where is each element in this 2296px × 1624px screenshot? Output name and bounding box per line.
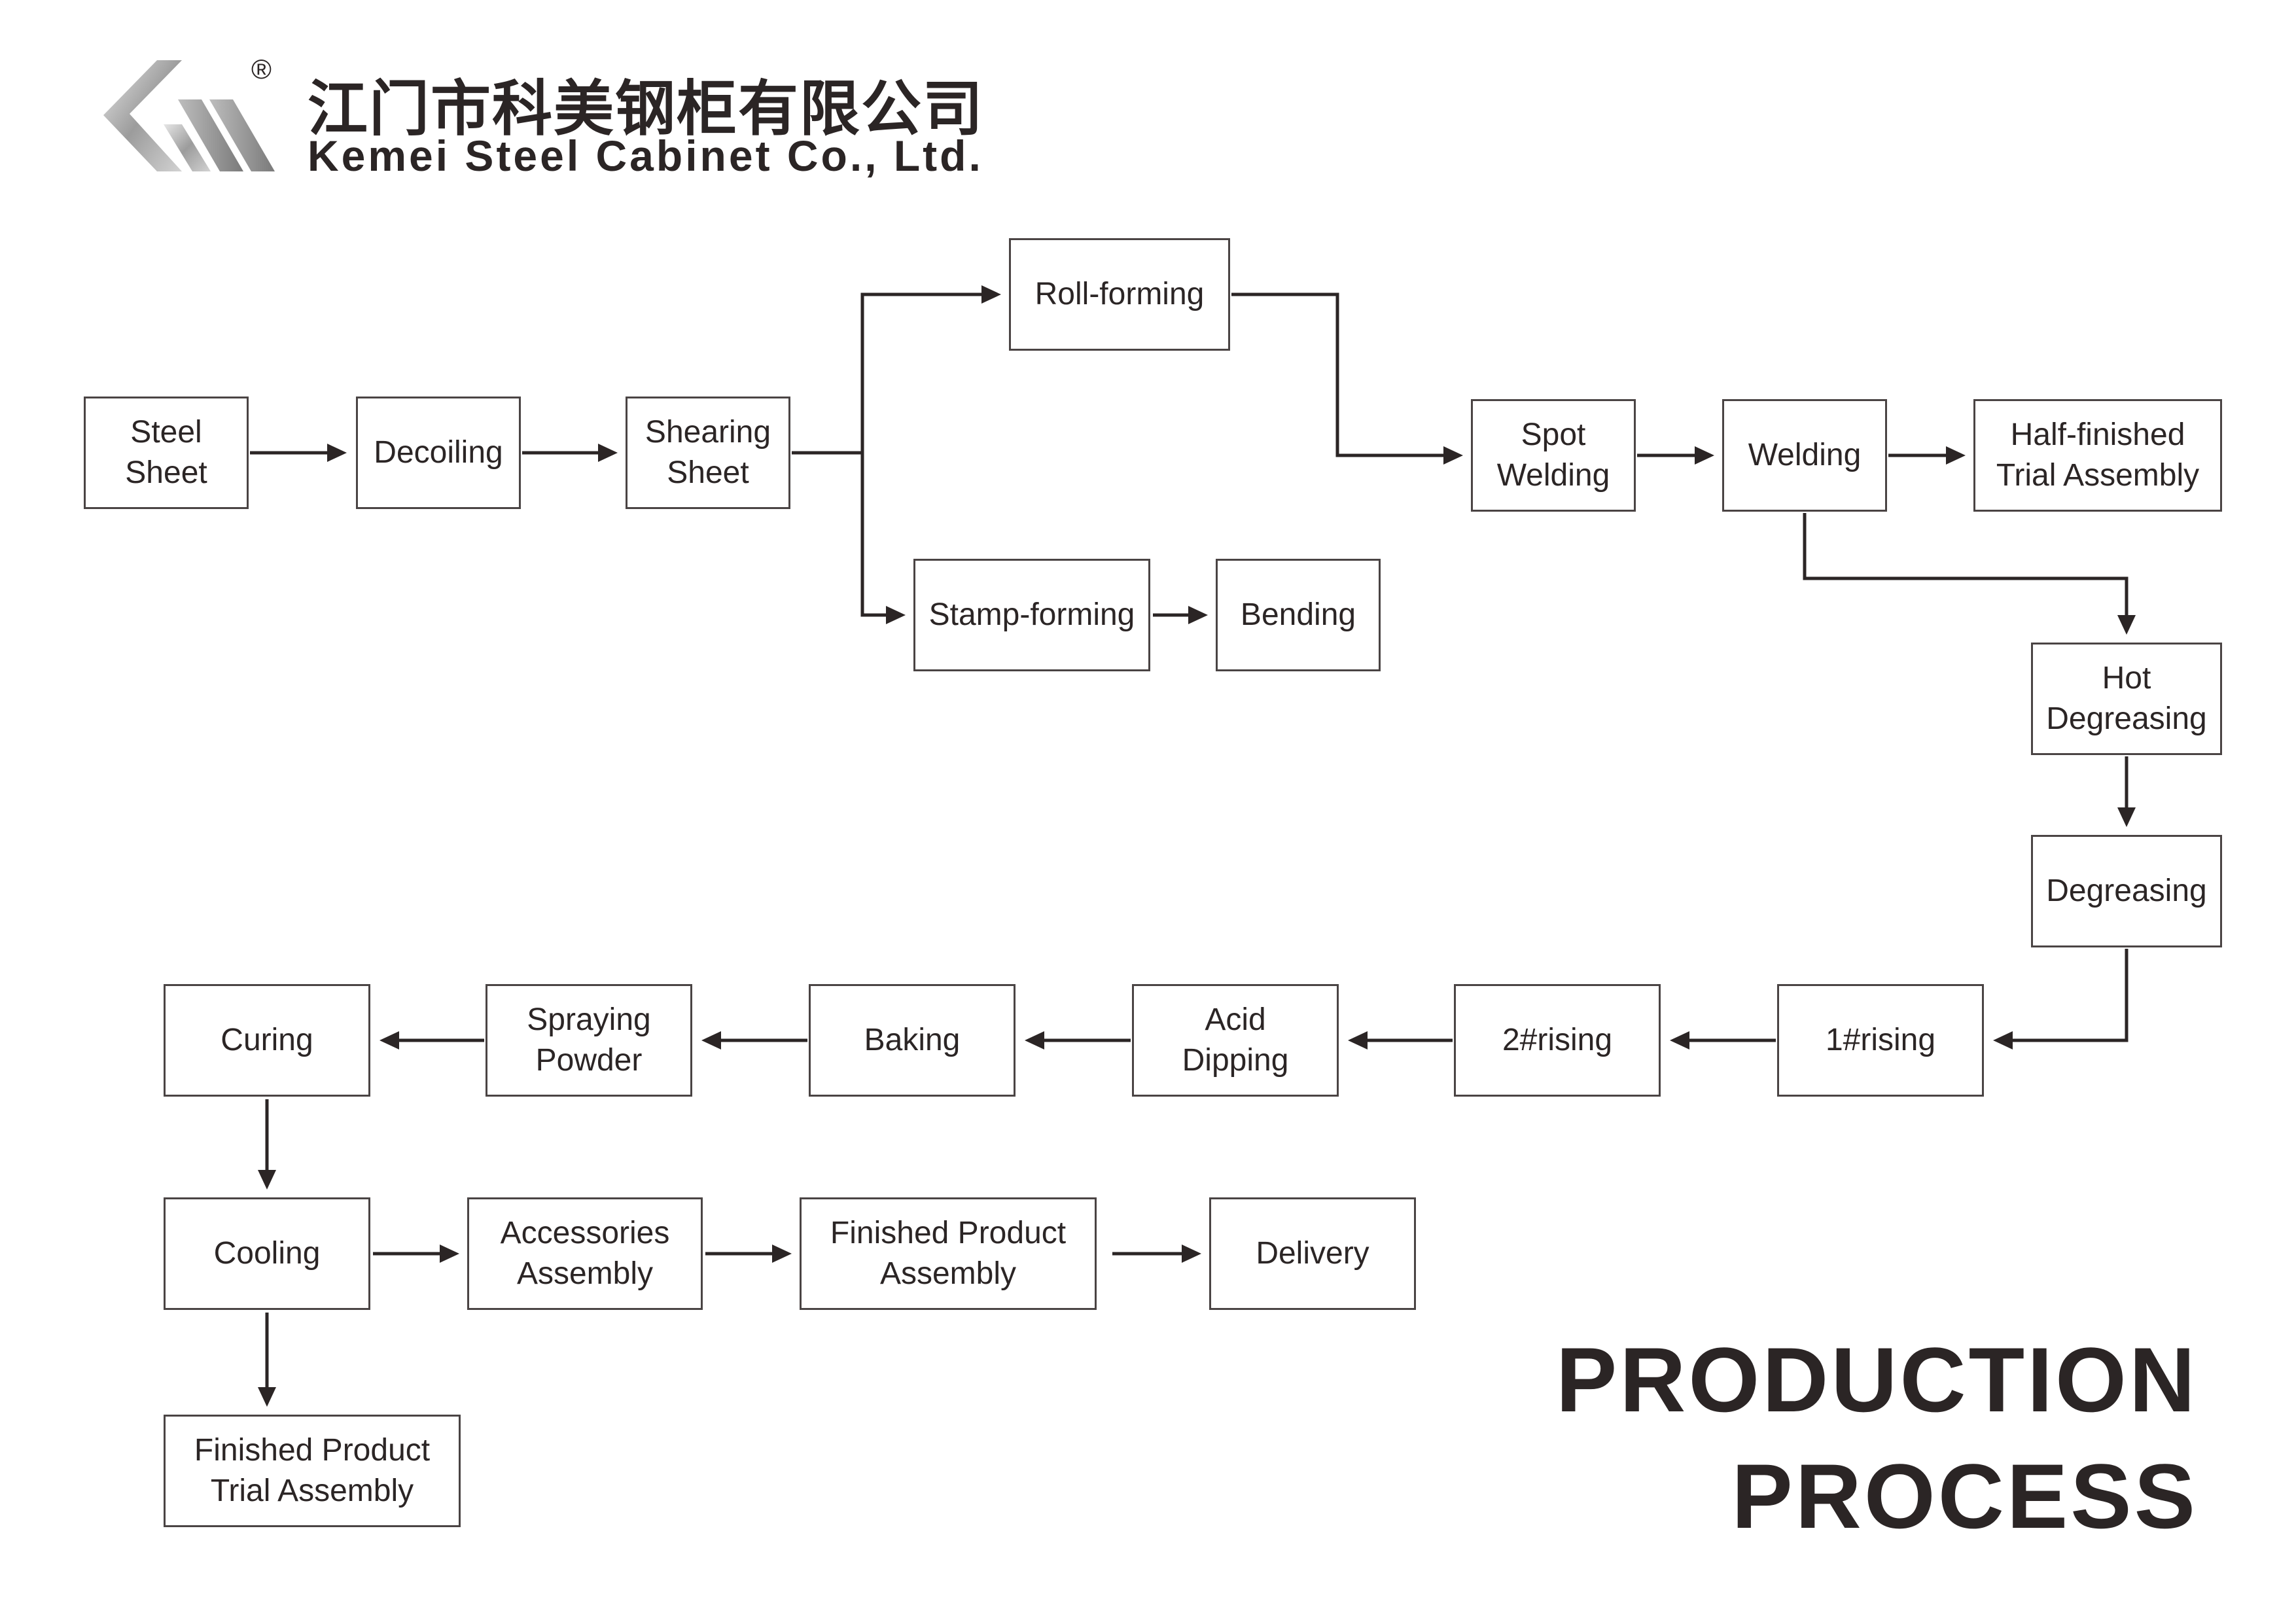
company-name-chinese: 江门市科美钢柜有限公司 (308, 74, 985, 144)
node-stamp-forming: Stamp-forming (913, 559, 1150, 671)
node-degreasing: Degreasing (2031, 835, 2222, 947)
registered-trademark-mark: ® (251, 54, 272, 84)
title-line-2: PROCESS (1731, 1445, 2198, 1547)
node-1-rising: 1#rising (1777, 984, 1984, 1097)
connector-line-3 (792, 292, 981, 455)
node-cooling: Cooling (164, 1197, 370, 1310)
node-roll-forming: Roll-forming (1009, 238, 1230, 351)
connector-line-9 (1803, 513, 2128, 615)
node-delivery: Delivery (1209, 1197, 1416, 1310)
arrowhead-11 (1993, 1031, 2013, 1050)
node-welding: Welding (1722, 399, 1887, 512)
arrowhead-9 (2117, 615, 2136, 635)
arrowhead-5 (1188, 606, 1208, 624)
node-accessories-assembly: Accessories Assembly (467, 1197, 703, 1310)
arrowhead-1 (327, 444, 347, 462)
arrowhead-3 (981, 285, 1001, 304)
node-half-finished-trial-assembly: Half-finished Trial Assembly (1973, 399, 2222, 512)
arrowhead-10 (2117, 807, 2136, 827)
node-curing: Curing (164, 984, 370, 1097)
kemei-chevron-logo-icon (103, 60, 275, 171)
node-spot-welding: Spot Welding (1471, 399, 1636, 512)
node-shearing-sheet: Shearing Sheet (626, 397, 790, 509)
node-finished-product-assembly: Finished Product Assembly (800, 1197, 1097, 1310)
node-bending: Bending (1216, 559, 1381, 671)
arrowhead-8 (1946, 446, 1966, 465)
node-baking: Baking (809, 984, 1016, 1097)
arrowhead-13 (1348, 1031, 1368, 1050)
arrowhead-4 (886, 606, 906, 624)
arrowhead-18 (440, 1244, 459, 1263)
arrowhead-17 (258, 1170, 276, 1190)
arrowhead-7 (1695, 446, 1714, 465)
node-spraying-powder: Spraying Powder (486, 984, 692, 1097)
arrowhead-16 (380, 1031, 399, 1050)
node-decoiling: Decoiling (356, 397, 521, 509)
company-name-english: Kemei Steel Cabinet Co., Ltd. (308, 132, 983, 180)
connector-line-6 (1231, 292, 1443, 457)
node-steel-sheet: Steel Sheet (84, 397, 249, 509)
connector-line-4 (860, 453, 886, 617)
node-hot-degreasing: Hot Degreasing (2031, 643, 2222, 755)
arrowhead-20 (1182, 1244, 1201, 1263)
node-2-rising: 2#rising (1454, 984, 1661, 1097)
arrowhead-12 (1670, 1031, 1689, 1050)
node-acid-dipping: Acid Dipping (1132, 984, 1339, 1097)
connector-line-11 (2013, 949, 2128, 1042)
arrowhead-19 (772, 1244, 792, 1263)
arrowhead-2 (598, 444, 618, 462)
node-finished-product-trial-assembly: Finished Product Trial Assembly (164, 1415, 461, 1527)
arrowhead-21 (258, 1387, 276, 1407)
arrowhead-15 (701, 1031, 721, 1050)
arrowhead-6 (1443, 446, 1463, 465)
production-process-title: PRODUCTION PROCESS (1556, 1322, 2198, 1555)
arrowhead-14 (1025, 1031, 1044, 1050)
title-line-1: PRODUCTION (1555, 1328, 2198, 1431)
